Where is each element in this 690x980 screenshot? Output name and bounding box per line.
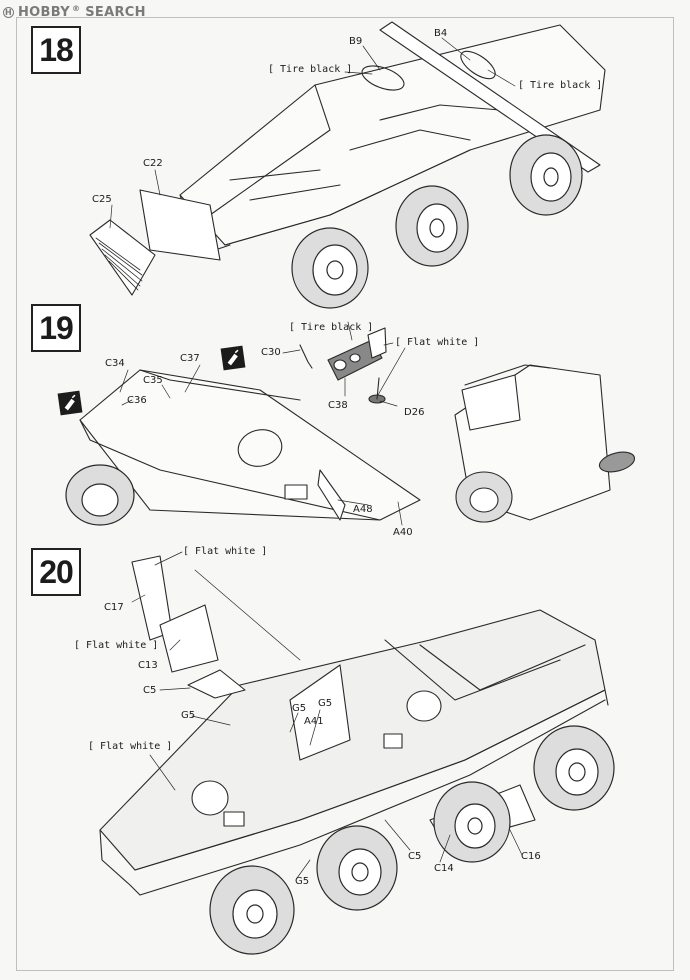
paint-callout-flat-white: [ Flat white ] xyxy=(183,546,268,557)
part-label-d26: D26 xyxy=(404,407,425,418)
part-label-g5: G5 xyxy=(181,710,196,721)
part-label-c35: C35 xyxy=(143,375,163,386)
cement-tube-icon xyxy=(220,345,246,371)
step-number-18: 18 xyxy=(31,26,81,74)
part-label-g5: G5 xyxy=(292,703,307,714)
paint-callout-flat-white: [ Flat white ] xyxy=(88,741,173,752)
cement-tube-icon xyxy=(57,390,83,416)
step-19-drawing xyxy=(65,321,636,526)
step-20-drawing xyxy=(99,551,615,955)
part-label-b9: B9 xyxy=(349,36,363,47)
watermark-logo: H HOBBY ® SEARCH xyxy=(3,4,146,20)
part-label-c22: C22 xyxy=(143,158,163,169)
part-label-c36: C36 xyxy=(127,395,147,406)
watermark-brand-suffix: SEARCH xyxy=(85,4,146,20)
watermark-logo-mark: H xyxy=(3,6,14,18)
paint-callout-flat-white: [ Flat white ] xyxy=(74,640,159,651)
part-label-c30: C30 xyxy=(261,347,281,358)
paint-callout-flat-white: [ Flat white ] xyxy=(395,337,480,348)
part-label-c37: C37 xyxy=(180,353,200,364)
part-label-c25: C25 xyxy=(92,194,112,205)
part-label-a41: A41 xyxy=(304,716,324,727)
part-label-c5: C5 xyxy=(143,685,157,696)
paint-callout-tire-black: [ Tire black ] xyxy=(518,80,603,91)
part-label-c13: C13 xyxy=(138,660,158,671)
step-number-20: 20 xyxy=(31,548,81,596)
part-label-a48: A48 xyxy=(353,504,373,515)
part-label-c16: C16 xyxy=(521,851,541,862)
paint-callout-tire-black: [ Tire black ] xyxy=(268,64,353,75)
step-18-wheels xyxy=(291,134,583,309)
step-18-drawing xyxy=(89,21,606,309)
part-label-b4: B4 xyxy=(434,28,448,39)
part-label-g5: G5 xyxy=(318,698,333,709)
paint-callout-tire-black: [ Tire black ] xyxy=(289,322,374,333)
watermark-reg-mark: ® xyxy=(71,4,81,13)
part-label-g5: G5 xyxy=(295,876,310,887)
part-label-a40: A40 xyxy=(393,527,413,538)
part-label-c34: C34 xyxy=(105,358,125,369)
part-label-c38: C38 xyxy=(328,400,348,411)
watermark-brand: HOBBY xyxy=(18,4,70,20)
step-number-19: 19 xyxy=(31,304,81,352)
part-label-c5: C5 xyxy=(408,851,422,862)
instruction-page xyxy=(16,17,674,971)
part-label-c17: C17 xyxy=(104,602,124,613)
part-label-c14: C14 xyxy=(434,863,454,874)
